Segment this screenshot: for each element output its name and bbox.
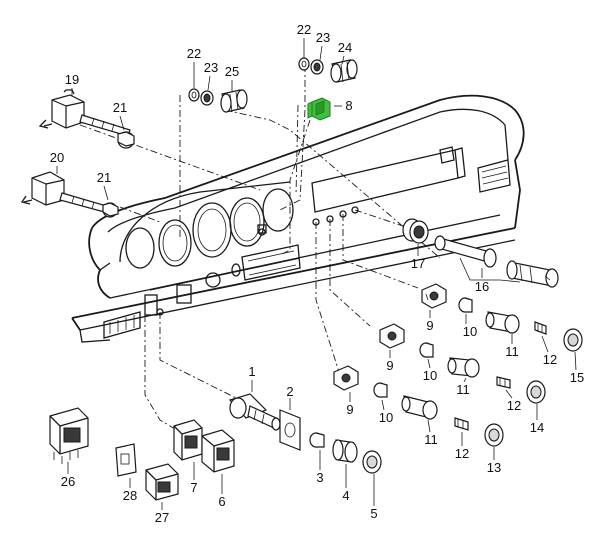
part-labels: 19 21 22 23 25 22 23 24 8 20 21 17 16 9 … — [50, 22, 584, 525]
part-27-switch — [145, 463, 179, 501]
part-5-cap — [362, 450, 382, 474]
label-2: 2 — [286, 384, 293, 399]
part-2-gasket — [279, 409, 301, 451]
parts-22-23-24-knob — [298, 57, 358, 83]
part-16-assembly — [434, 235, 559, 288]
label-14: 14 — [530, 420, 544, 435]
row-a-switch-set — [421, 283, 583, 352]
label-9-a: 9 — [426, 318, 433, 333]
label-7: 7 — [190, 480, 197, 495]
label-11-c: 11 — [424, 432, 438, 447]
part-4-knob — [332, 439, 358, 463]
label-23-right: 23 — [316, 30, 330, 45]
label-21-top: 21 — [113, 100, 127, 115]
label-6: 6 — [218, 494, 225, 509]
label-23-left: 23 — [204, 60, 218, 75]
label-10-c: 10 — [379, 410, 393, 425]
label-10-a: 10 — [463, 324, 477, 339]
label-15: 15 — [570, 370, 584, 385]
label-12-b: 12 — [507, 398, 521, 413]
part-8-switch-highlighted — [307, 97, 342, 121]
label-21-lower: 21 — [97, 170, 111, 185]
row-b-switch-set — [379, 323, 546, 404]
part-7-rocker-switch — [173, 419, 203, 461]
label-8: 8 — [345, 98, 352, 113]
part-26-switch-housing — [49, 407, 89, 464]
label-24: 24 — [338, 40, 352, 55]
label-3: 3 — [316, 470, 323, 485]
label-19: 19 — [65, 72, 79, 87]
part-6-rocker-switch — [201, 429, 235, 473]
part-3-bushing — [309, 432, 325, 448]
part-21-plug-lower — [102, 202, 119, 218]
label-9-b: 9 — [386, 358, 393, 373]
label-12-a: 12 — [543, 352, 557, 367]
part-20-ignition-switch — [20, 171, 111, 214]
row-c-switch-set — [333, 365, 504, 447]
label-25: 25 — [225, 64, 239, 79]
dashboard-panel — [71, 94, 525, 343]
label-17: 17 — [411, 256, 425, 271]
label-20: 20 — [50, 150, 64, 165]
label-10-b: 10 — [423, 368, 437, 383]
label-28: 28 — [123, 488, 137, 503]
label-13: 13 — [487, 460, 501, 475]
label-22-left: 22 — [187, 46, 201, 61]
label-12-c: 12 — [455, 446, 469, 461]
label-11-b: 11 — [456, 382, 470, 397]
label-27: 27 — [155, 510, 169, 525]
part-28-bracket — [115, 443, 137, 477]
label-4: 4 — [342, 488, 349, 503]
label-1: 1 — [248, 364, 255, 379]
label-16: 16 — [475, 279, 489, 294]
leader-lines — [79, 65, 441, 433]
label-leaders — [56, 38, 577, 510]
part-17-bezel — [402, 218, 429, 244]
part-21-plug — [117, 131, 135, 149]
label-9-c: 9 — [346, 402, 353, 417]
label-5: 5 — [370, 506, 377, 521]
parts-22-23-25-knob — [188, 88, 248, 113]
label-22-right: 22 — [297, 22, 311, 37]
label-11-a: 11 — [505, 344, 519, 359]
part-1-rotary-switch — [228, 393, 281, 431]
label-26: 26 — [61, 474, 75, 489]
